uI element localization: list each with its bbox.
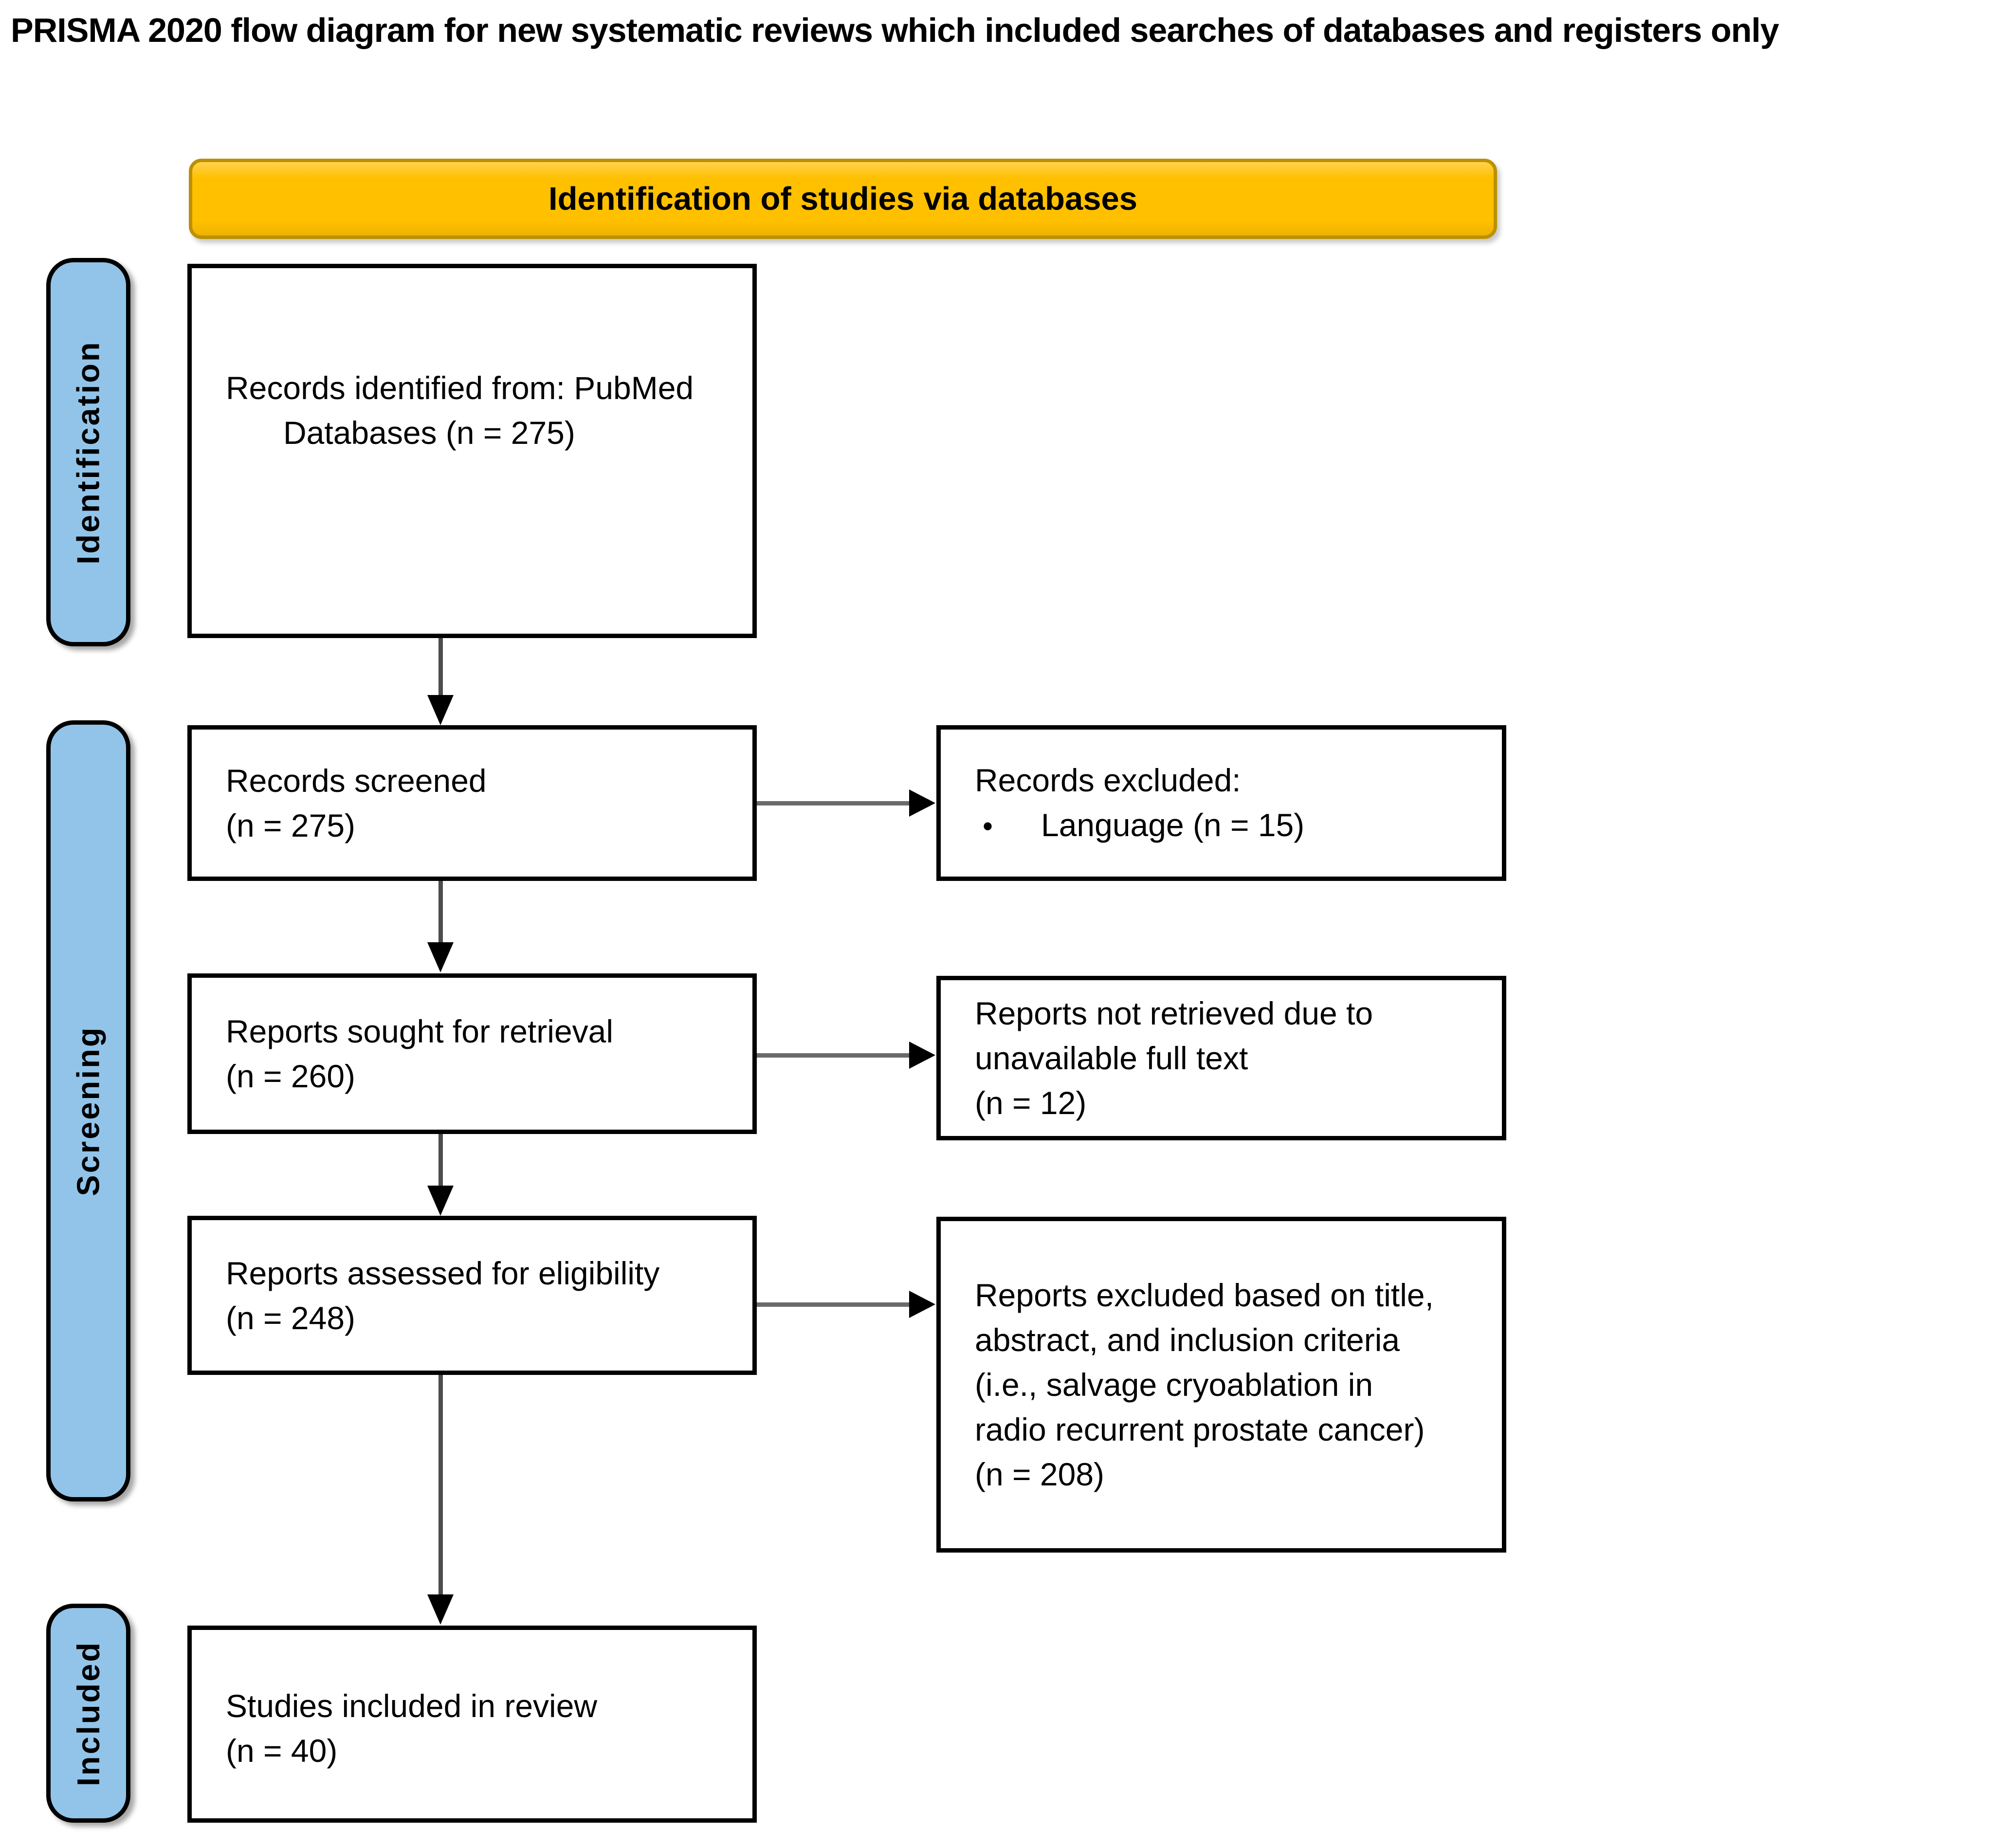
box-studies-included-line2: (n = 40) bbox=[226, 1733, 338, 1769]
box-records-excluded: Records excluded: • Language (n = 15) bbox=[936, 725, 1506, 881]
arrow-identified-to-screened-stem bbox=[438, 638, 443, 697]
arrow-down-icon bbox=[427, 1594, 454, 1625]
box-reports-assessed-line2: (n = 248) bbox=[226, 1299, 355, 1336]
box-records-excluded-heading: Records excluded: bbox=[975, 762, 1241, 798]
banner-identification-via-databases: Identification of studies via databases bbox=[189, 159, 1497, 239]
arrow-screened-to-excluded-stem bbox=[757, 801, 913, 805]
stage-label-screening: Screening bbox=[71, 1025, 106, 1196]
box-reports-not-retrieved: Reports not retrieved due to unavailable… bbox=[936, 976, 1506, 1140]
box-reports-sought: Reports sought for retrieval (n = 260) bbox=[187, 973, 757, 1134]
stage-label-identification: Identification bbox=[71, 340, 107, 565]
stage-label-included: Included bbox=[71, 1640, 106, 1786]
box-records-screened: Records screened (n = 275) bbox=[187, 725, 757, 881]
arrow-down-icon bbox=[427, 695, 454, 725]
arrow-assessed-to-excluded-reports-stem bbox=[757, 1302, 913, 1307]
arrow-down-icon bbox=[427, 1186, 454, 1216]
box-reports-excluded-line2: abstract, and inclusion criteria bbox=[975, 1322, 1400, 1358]
box-records-identified: Records identified from: PubMed Database… bbox=[187, 264, 757, 638]
box-records-screened-line1: Records screened bbox=[226, 763, 487, 799]
box-studies-included: Studies included in review (n = 40) bbox=[187, 1626, 757, 1823]
banner-label: Identification of studies via databases bbox=[548, 181, 1138, 217]
box-records-screened-line2: (n = 275) bbox=[226, 807, 355, 843]
stage-band-screening: Screening bbox=[46, 720, 130, 1501]
arrow-sought-to-not-retrieved-stem bbox=[757, 1053, 913, 1058]
box-records-identified-line2: Databases (n = 275) bbox=[283, 415, 575, 451]
box-records-excluded-bullet-text: Language (n = 15) bbox=[1041, 806, 1305, 843]
arrow-right-icon bbox=[909, 1042, 935, 1069]
bullet-icon: • bbox=[983, 809, 993, 842]
arrow-assessed-to-included-stem bbox=[438, 1375, 443, 1596]
box-reports-not-retrieved-line2: unavailable full text bbox=[975, 1040, 1248, 1076]
box-reports-assessed-line1: Reports assessed for eligibility bbox=[226, 1255, 660, 1291]
box-records-excluded-bullet-row: • Language (n = 15) bbox=[983, 803, 1482, 849]
arrow-right-icon bbox=[909, 789, 935, 817]
arrow-right-icon bbox=[909, 1291, 935, 1318]
box-reports-sought-line2: (n = 260) bbox=[226, 1058, 355, 1094]
page-title: PRISMA 2020 flow diagram for new systema… bbox=[11, 11, 1779, 49]
box-reports-sought-line1: Reports sought for retrieval bbox=[226, 1013, 614, 1049]
arrow-screened-to-sought-stem bbox=[438, 881, 443, 944]
box-reports-not-retrieved-line1: Reports not retrieved due to bbox=[975, 995, 1373, 1031]
box-reports-excluded-line5: (n = 208) bbox=[975, 1456, 1104, 1492]
stage-band-included: Included bbox=[46, 1604, 130, 1823]
box-reports-excluded-line1: Reports excluded based on title, bbox=[975, 1277, 1434, 1313]
stage-band-identification: Identification bbox=[46, 258, 130, 646]
box-reports-excluded-line4: radio recurrent prostate cancer) bbox=[975, 1411, 1425, 1447]
box-reports-excluded-line3: (i.e., salvage cryoablation in bbox=[975, 1367, 1373, 1403]
box-records-identified-line1: Records identified from: PubMed bbox=[226, 370, 694, 406]
box-reports-excluded: Reports excluded based on title, abstrac… bbox=[936, 1217, 1506, 1553]
box-reports-assessed: Reports assessed for eligibility (n = 24… bbox=[187, 1216, 757, 1375]
box-studies-included-line1: Studies included in review bbox=[226, 1688, 598, 1724]
arrow-sought-to-assessed-stem bbox=[438, 1134, 443, 1188]
box-reports-not-retrieved-line3: (n = 12) bbox=[975, 1085, 1087, 1121]
arrow-down-icon bbox=[427, 942, 454, 972]
